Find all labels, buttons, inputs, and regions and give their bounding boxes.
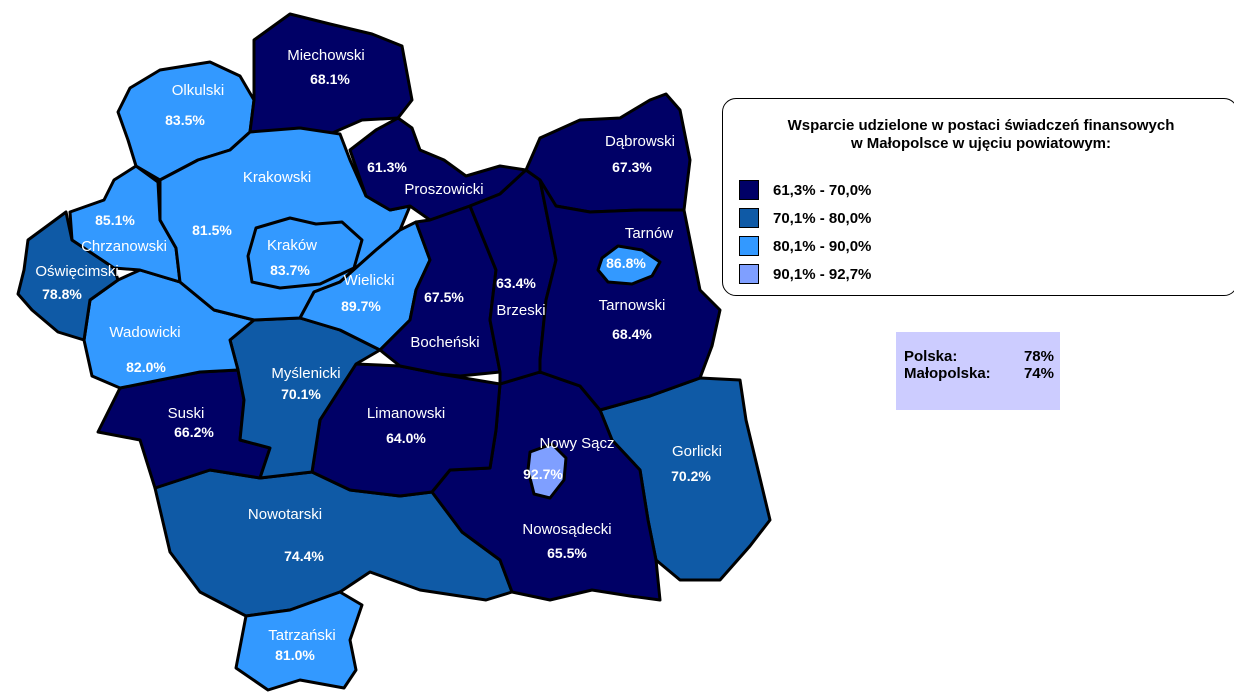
label-name-brzeski: Brzeski [496,302,545,319]
label-name-proszowicki: Proszowicki [404,181,483,198]
region-nowy-sacz[interactable] [526,442,568,500]
summary-row-polska: Polska: 78% [904,348,1054,365]
label-value-gorlicki: 70.2% [671,468,711,484]
label-value-olkulski: 83.5% [165,112,205,128]
legend-item: 90,1% - 92,7% [739,263,871,285]
label-value-nowotarski: 74.4% [284,548,324,564]
label-name-olkulski: Olkulski [172,82,225,99]
legend-swatch [739,264,759,284]
region-tatrzanski[interactable] [234,590,364,692]
summary-label: Polska: [904,348,958,365]
label-value-tarnowski: 68.4% [612,326,652,342]
label-name-tatrzanski: Tatrzański [268,627,336,644]
summary-box: Polska: 78% Małopolska: 74% [896,332,1060,410]
label-name-chrzanowski: Chrzanowski [81,238,167,255]
legend-item-label: 70,1% - 80,0% [773,209,872,227]
label-name-tarnow: Tarnów [625,225,674,242]
legend-item-label: 80,1% - 90,0% [773,237,872,255]
label-value-myslenicki: 70.1% [281,386,321,402]
legend-item-label: 90,1% - 92,7% [773,265,872,283]
label-value-limanowski: 64.0% [386,430,426,446]
label-value-krakowski: 81.5% [192,222,232,238]
region-labels: Miechowski 68.1% Olkulski 83.5% Dąbrowsk… [35,47,722,663]
legend-swatch [739,236,759,256]
label-name-nowy-sacz: Nowy Sącz [539,435,614,452]
label-name-krakowski: Krakowski [243,169,311,186]
label-value-bochenski: 67.5% [424,289,464,305]
label-value-chrzanowski: 85.1% [95,212,135,228]
label-value-wadowicki: 82.0% [126,359,166,375]
label-value-nowy-sacz: 92.7% [523,466,563,482]
legend-title-line1: Wsparcie udzielone w postaci świadczeń f… [787,117,1175,134]
label-name-nowotarski: Nowotarski [248,506,322,523]
label-value-brzeski: 63.4% [496,275,536,291]
legend-swatch [739,208,759,228]
summary-row-malopolska: Małopolska: 74% [904,365,1054,382]
label-value-miechowski: 68.1% [310,71,350,87]
label-value-oswiecimski: 78.8% [42,286,82,302]
label-value-proszowicki: 61.3% [367,159,407,175]
label-name-suski: Suski [168,405,205,422]
label-name-myslenicki: Myślenicki [271,365,340,382]
legend-item: 80,1% - 90,0% [739,235,871,257]
legend-title-line2: w Małopolsce w ujęciu powiatowym: [850,135,1112,152]
summary-value: 78% [1023,348,1054,365]
label-name-bochenski: Bocheński [410,334,479,351]
label-value-tarnow: 86.8% [606,255,646,271]
label-value-tatrzanski: 81.0% [275,647,315,663]
label-name-wielicki: Wielicki [344,272,395,289]
legend-title: Wsparcie udzielone w postaci świadczeń f… [723,117,1234,153]
label-name-tarnowski: Tarnowski [599,297,666,314]
legend-item: 70,1% - 80,0% [739,207,871,229]
label-name-limanowski: Limanowski [367,405,445,422]
region-tarnow[interactable] [596,244,662,286]
region-tarnowski[interactable] [538,178,722,412]
label-value-dabrowski: 67.3% [612,159,652,175]
label-name-miechowski: Miechowski [287,47,365,64]
legend-box: Wsparcie udzielone w postaci świadczeń f… [722,98,1234,296]
legend-swatch [739,180,759,200]
label-name-dabrowski: Dąbrowski [605,133,675,150]
label-value-suski: 66.2% [174,424,214,440]
label-name-nowosadecki: Nowosądecki [522,521,611,538]
legend-item-label: 61,3% - 70,0% [773,181,872,199]
summary-value: 74% [1023,365,1054,382]
label-value-nowosadecki: 65.5% [547,545,587,561]
summary-label: Małopolska: [904,365,991,382]
label-name-oswiecimski: Oświęcimski [35,263,118,280]
region-dabrowski[interactable] [524,92,692,214]
legend-item: 61,3% - 70,0% [739,179,871,201]
label-value-wielicki: 89.7% [341,298,381,314]
label-name-gorlicki: Gorlicki [672,443,722,460]
label-name-krakow: Kraków [267,237,317,254]
region-proszowicki[interactable] [348,116,528,222]
label-value-krakow: 83.7% [270,262,310,278]
label-name-wadowicki: Wadowicki [109,324,180,341]
